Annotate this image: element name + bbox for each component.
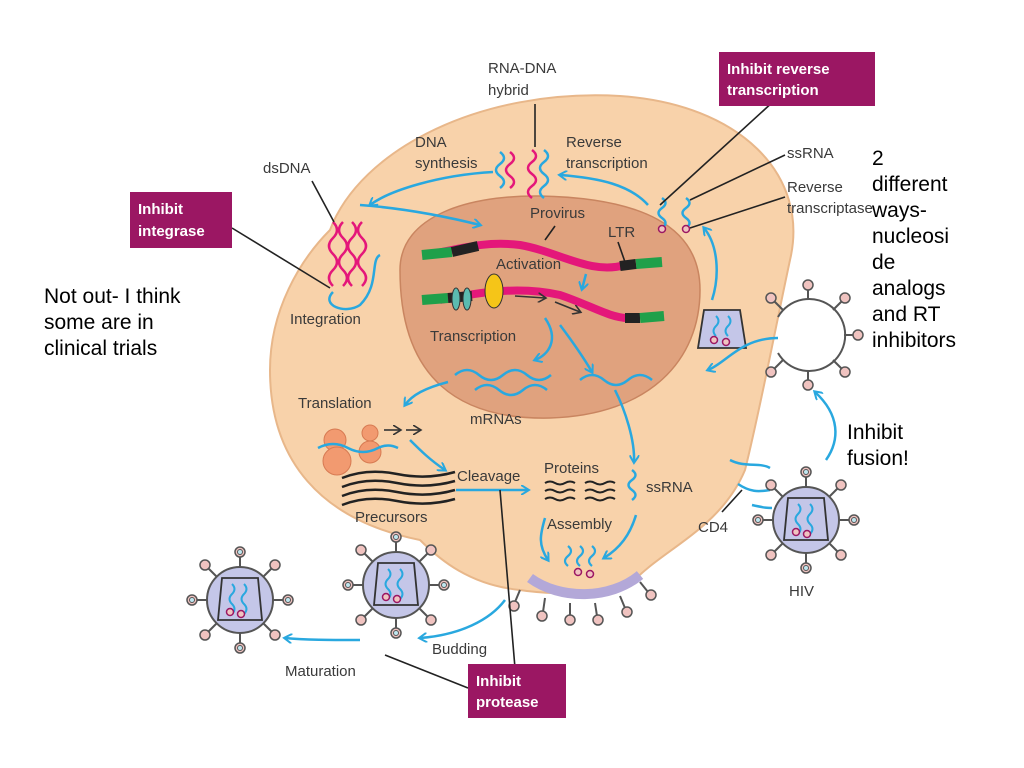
dsdna-helix xyxy=(327,221,368,287)
ribosomes xyxy=(317,424,420,476)
label-maturation: Maturation xyxy=(285,663,356,680)
note-clinical-trials: Not out- I think some are in clinical tr… xyxy=(44,285,181,360)
label-ssrna-mid: ssRNA xyxy=(646,479,693,496)
transcribing-dna xyxy=(421,273,665,323)
mature-virion xyxy=(186,546,294,654)
fusing-virion xyxy=(765,279,864,391)
label-dsdna: dsDNA xyxy=(263,160,311,177)
label-transcription: Transcription xyxy=(430,328,516,345)
label-cd4: CD4 xyxy=(698,519,728,536)
label-cleavage: Cleavage xyxy=(457,468,520,485)
cd4-receptors xyxy=(729,458,773,510)
provirus-dna xyxy=(421,239,663,272)
leader-lines xyxy=(231,99,786,689)
label-assembly: Assembly xyxy=(547,516,613,533)
label-ssrna-top: ssRNA xyxy=(787,145,834,162)
nucleus xyxy=(399,195,701,419)
entering-ssrna xyxy=(657,196,691,230)
label-hiv: HIV xyxy=(789,583,814,600)
processed-proteins xyxy=(544,480,616,502)
label-provirus: Provirus xyxy=(530,205,585,222)
note-rt-inhibitor-ways: 2 different ways- nucleosi de analogs an… xyxy=(872,147,957,352)
process-arrows xyxy=(285,172,837,640)
mrna-strands xyxy=(454,368,653,397)
ssrna-squiggle xyxy=(627,468,637,502)
precursor-proteins xyxy=(341,470,456,507)
label-translation: Translation xyxy=(298,395,372,412)
budding-virion xyxy=(342,531,450,639)
label-proteins: Proteins xyxy=(544,460,599,477)
note-inhibit-fusion: Inhibit fusion! xyxy=(847,421,909,470)
hiv-virion-entering xyxy=(752,466,860,574)
uncoating-capsid xyxy=(696,309,748,349)
label-precursors: Precursors xyxy=(355,509,428,526)
assembly-site xyxy=(508,545,657,626)
label-integration: Integration xyxy=(290,311,361,328)
label-mrnas: mRNAs xyxy=(470,411,522,428)
rna-dna-hybrid-strands xyxy=(494,149,550,199)
label-activation: Activation xyxy=(496,256,561,273)
label-budding: Budding xyxy=(432,641,487,658)
label-ltr: LTR xyxy=(608,224,635,241)
